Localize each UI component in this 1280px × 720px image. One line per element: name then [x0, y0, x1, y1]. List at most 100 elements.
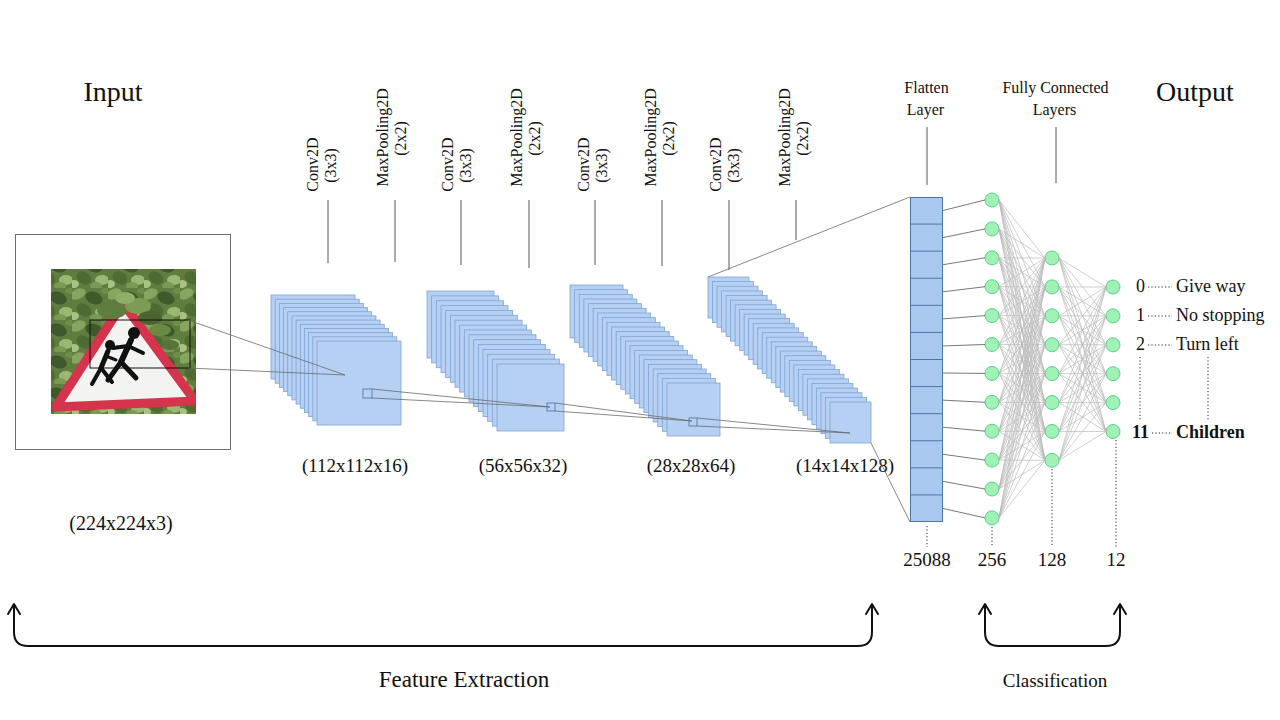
layer-type: Conv2D (3x3) — [439, 130, 475, 200]
layer-type-text: Conv2D (3x3) — [439, 137, 474, 192]
section-label-text: Feature Extraction — [378, 667, 551, 692]
class-index-text: 0 — [1135, 276, 1146, 296]
layer-type: MaxPooling2D (2x2) — [641, 81, 677, 196]
class-index: 0 — [1135, 276, 1146, 298]
feature-map — [317, 341, 401, 425]
class-name-text: Give way — [1175, 276, 1246, 296]
dimension-text: (28x28x64) — [646, 455, 737, 476]
neuron — [1106, 309, 1120, 323]
layer-leader-lines — [595, 200, 596, 265]
neuron-layer: 128 — [1044, 250, 1060, 468]
children-pictogram — [121, 340, 131, 362]
kernel-window — [363, 389, 372, 398]
layer-type: Conv2D (3x3) — [575, 130, 611, 200]
dimension-label: (28x28x64) — [646, 455, 737, 478]
feature-map — [667, 383, 720, 436]
class-name: Give way — [1175, 276, 1246, 298]
neuron — [985, 222, 999, 236]
neuron — [985, 511, 999, 525]
dimension-label: 256 — [977, 549, 1008, 572]
neuron — [1045, 396, 1059, 410]
neuron — [985, 453, 999, 467]
neuron — [1045, 338, 1059, 352]
dimension-label: (224x224x3) — [68, 511, 173, 535]
neuron — [1045, 367, 1059, 381]
class-name: No stopping — [1175, 305, 1266, 327]
layer-type-text: Conv2D (3x3) — [707, 137, 742, 192]
dotted-leaders — [1148, 316, 1172, 317]
layer-type-text: MaxPooling2D (2x2) — [641, 88, 676, 188]
dimension-text: (112x112x16) — [301, 455, 409, 476]
children-pictogram — [121, 362, 136, 378]
layer-type: Flatten Layer — [895, 77, 957, 121]
flatten-cell-divider — [911, 305, 943, 306]
dimension-label: (56x56x32) — [478, 455, 569, 478]
dimension-text: (224x224x3) — [68, 512, 173, 534]
column-heading-text: Input — [82, 76, 143, 107]
section-brackets — [8, 604, 20, 614]
section-brackets — [866, 604, 878, 614]
class-name-text: Turn left — [1175, 334, 1240, 354]
layer-type: MaxPooling2D (2x2) — [507, 81, 543, 196]
dotted-leaders — [1148, 345, 1172, 346]
layer-leader-lines — [796, 200, 797, 240]
layer-leader-lines — [328, 127, 1056, 270]
foliage-over-sign — [115, 292, 135, 304]
neuron — [1045, 309, 1059, 323]
section-brackets — [985, 606, 1120, 646]
layer-leader-lines — [395, 200, 396, 262]
section-brackets — [14, 606, 872, 646]
connection-lines — [943, 200, 985, 518]
dotted-leaders — [927, 526, 928, 547]
layer-type-text: MaxPooling2D (2x2) — [507, 88, 542, 188]
class-name: Turn left — [1175, 334, 1240, 356]
section-brackets — [8, 604, 1126, 646]
neuron — [985, 482, 999, 496]
feature-map-stack: (56x56x32) — [427, 291, 564, 431]
input-photo — [51, 269, 196, 414]
neuron-layer: 256 — [984, 192, 1000, 526]
neuron — [985, 280, 999, 294]
neuron — [985, 366, 999, 380]
neuron — [985, 395, 999, 409]
layer-leader-lines — [729, 200, 730, 270]
kernel-window — [689, 418, 697, 426]
layer-type-text: Fully Connected Layers — [1001, 79, 1108, 118]
neuron-layer-shape — [1105, 279, 1121, 439]
dotted-leaders — [992, 527, 993, 547]
children-pictogram — [106, 356, 116, 360]
receptive-patch — [90, 320, 190, 368]
layer-type-text: Flatten Layer — [903, 79, 948, 118]
feature-map-stack-shape — [570, 285, 720, 436]
layer-type-text: MaxPooling2D (2x2) — [775, 88, 810, 188]
dimension-label: (112x112x16) — [301, 455, 409, 478]
layer-type: Conv2D (3x3) — [707, 130, 743, 200]
layer-leader-lines — [662, 200, 663, 266]
neuron — [1045, 251, 1059, 265]
dimension-text: (14x14x128) — [795, 455, 895, 476]
layer-type-text: Conv2D (3x3) — [575, 137, 610, 192]
feature-map-stack-shape — [271, 295, 401, 425]
section-label: Classification — [1002, 670, 1108, 693]
dimension-text: (56x56x32) — [478, 455, 569, 476]
class-index: 1 — [1135, 305, 1146, 327]
feature-map — [497, 364, 564, 431]
layer-type: MaxPooling2D (2x2) — [775, 81, 811, 196]
flatten-cell-divider — [911, 251, 943, 252]
neuron — [1106, 367, 1120, 381]
flatten-layer: 25088 — [910, 197, 943, 522]
flatten-bar — [911, 198, 943, 522]
neuron — [985, 193, 999, 207]
layer-leader-lines — [1056, 127, 1057, 183]
feature-map-stack-shape — [708, 277, 871, 443]
warning-sign — [56, 303, 195, 407]
neuron-layer: 12 — [1105, 279, 1121, 439]
connection-lines — [708, 197, 910, 522]
dimension-text: 12 — [1106, 549, 1127, 570]
flatten-cell-divider — [911, 494, 943, 495]
neuron — [1045, 280, 1059, 294]
flatten-cell-divider — [911, 332, 943, 333]
connection-lines — [372, 389, 550, 407]
column-heading: Output — [1155, 75, 1235, 109]
